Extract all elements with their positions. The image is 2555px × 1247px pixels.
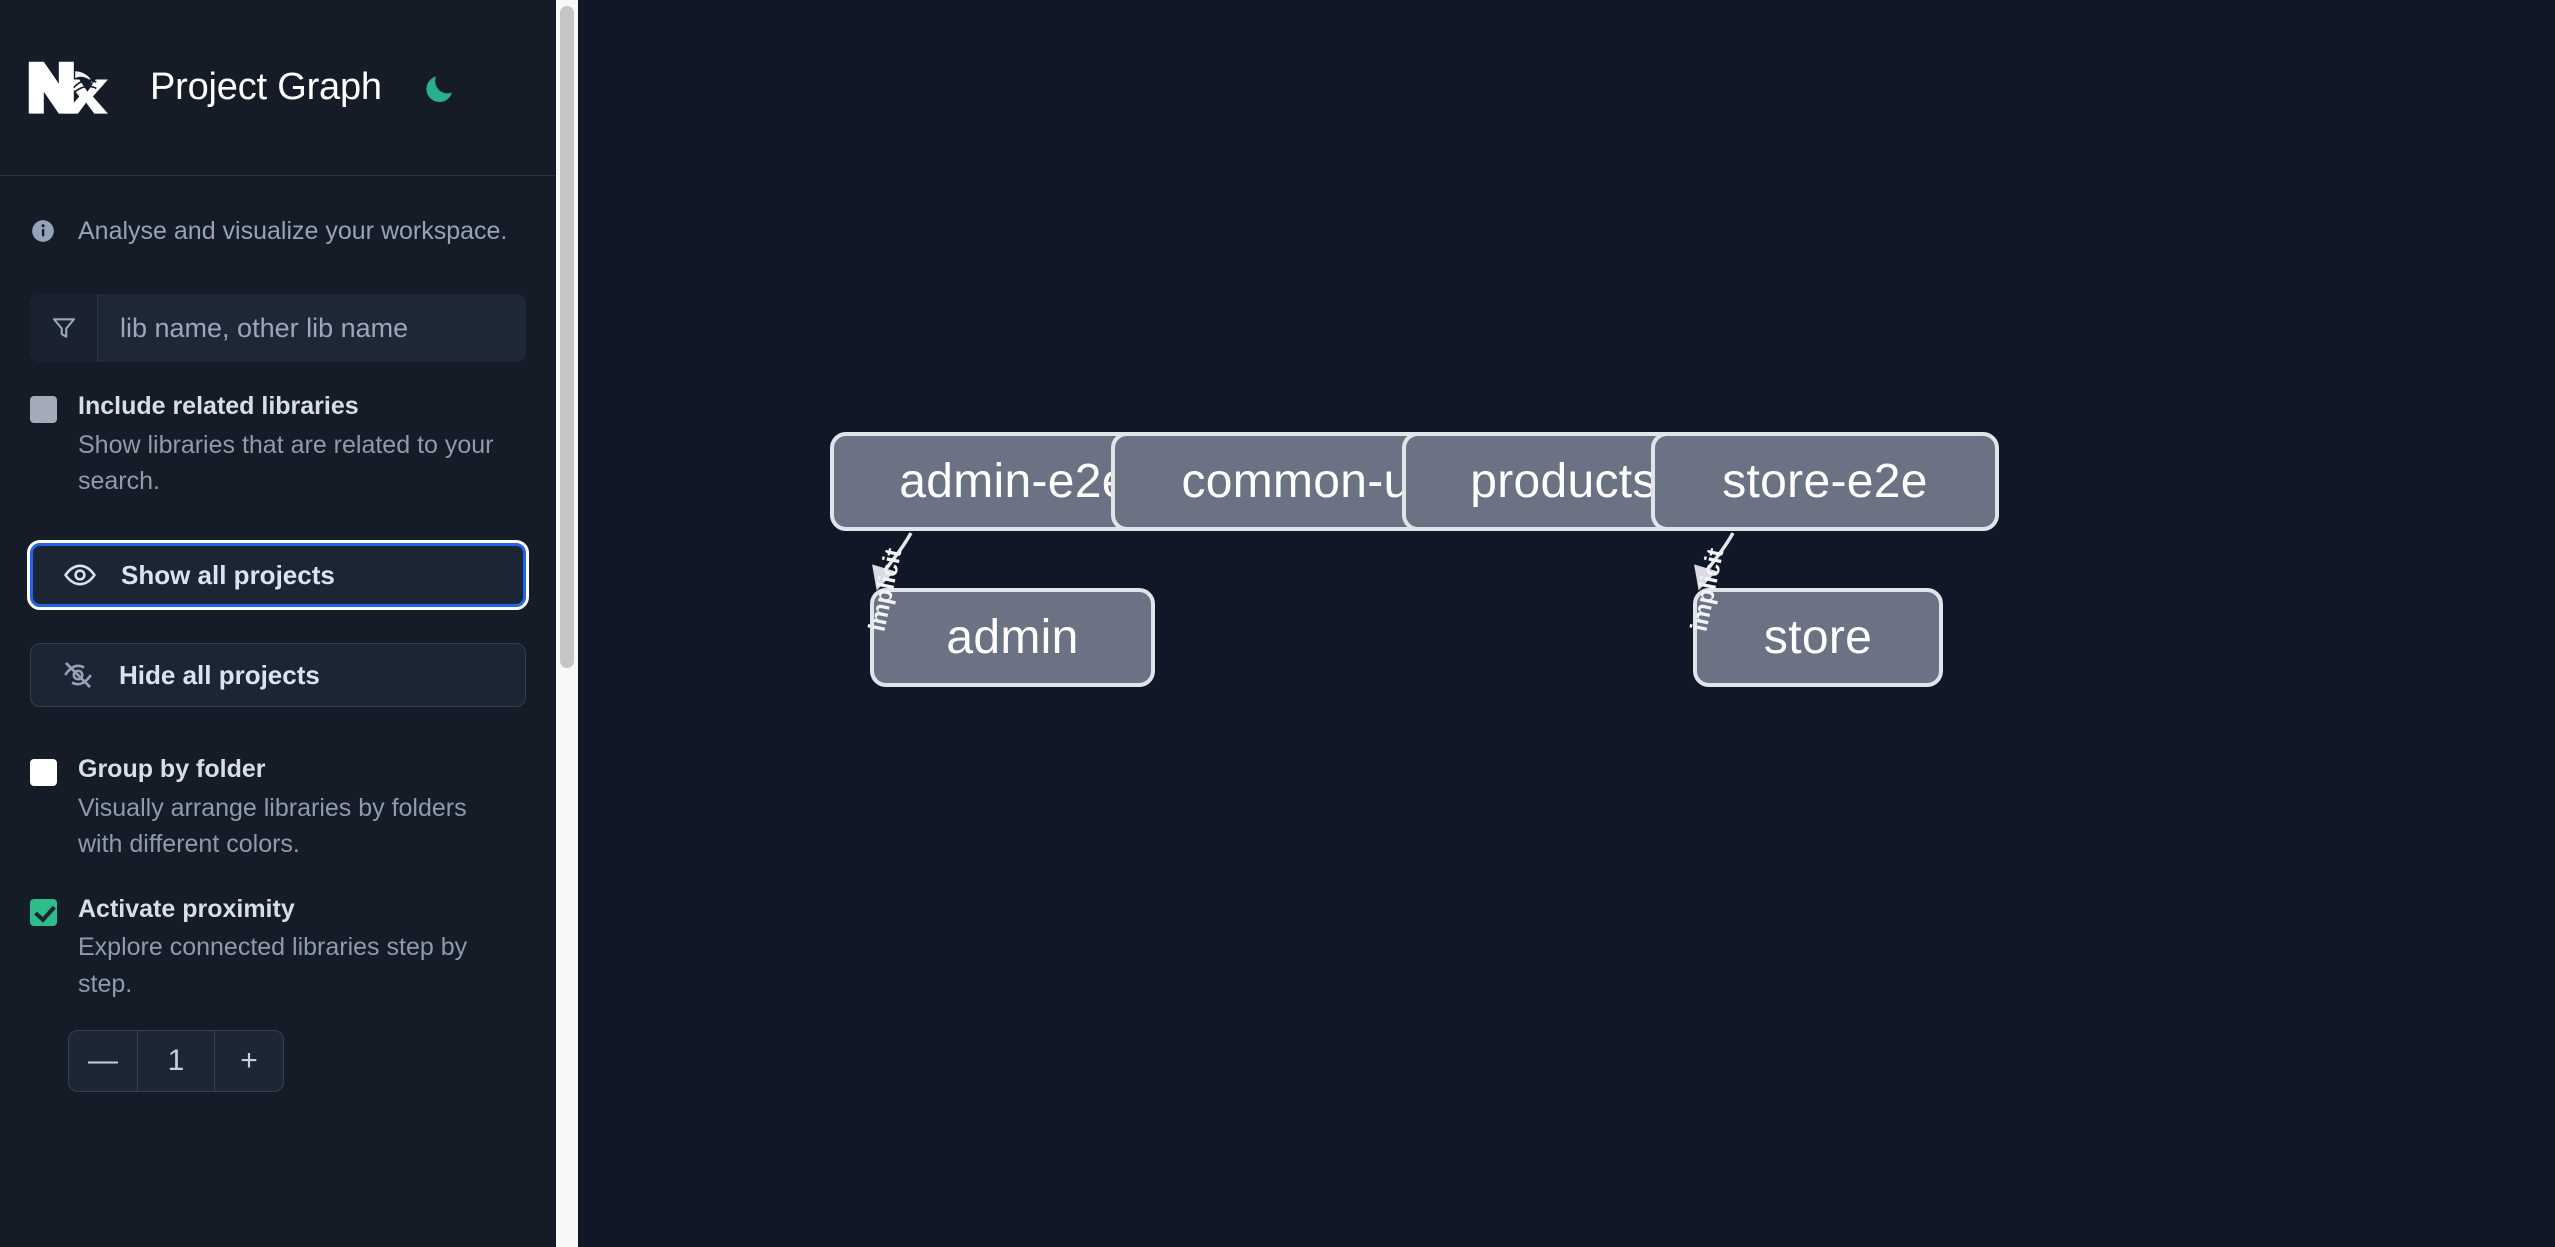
checkbox-include-related-libraries[interactable]: [30, 396, 57, 423]
option-title: Group by folder: [78, 755, 266, 784]
page-title: Project Graph: [150, 66, 382, 108]
graph-edges: [872, 532, 1735, 591]
proximity-stepper-wrap: — 1 +: [0, 1029, 556, 1092]
option-title: Include related libraries: [78, 392, 359, 420]
moon-icon[interactable]: [418, 66, 462, 110]
edge-store-e2e-store: [1694, 532, 1735, 591]
workspace-info-text: Analyse and visualize your workspace.: [78, 216, 508, 245]
graph-node-store-e2e[interactable]: store-e2e: [1651, 432, 1999, 531]
graph-canvas[interactable]: admin-e2e common-ui products store-e2e a…: [578, 0, 2555, 1247]
graph-node-admin[interactable]: admin: [870, 588, 1155, 687]
sidebar-scrollbar[interactable]: [556, 0, 578, 1247]
option-include-related-libraries[interactable]: Include related libraries Show libraries…: [0, 362, 556, 499]
graph-node-label: products: [1470, 455, 1657, 508]
show-all-projects-label: Show all projects: [121, 559, 335, 590]
checkbox-group-by-folder[interactable]: [30, 759, 57, 787]
funnel-icon[interactable]: [30, 294, 98, 362]
hide-all-projects-label: Hide all projects: [119, 659, 320, 690]
sidebar-scrollbar-thumb[interactable]: [560, 6, 574, 668]
search-input[interactable]: [98, 294, 526, 362]
info-circle-icon: [30, 218, 56, 244]
option-activate-proximity[interactable]: Activate proximity Explore connected lib…: [0, 863, 556, 1002]
stepper-decrement-button[interactable]: —: [69, 1030, 138, 1091]
sidebar-header: Project Graph: [0, 0, 556, 176]
option-title: Activate proximity: [78, 894, 295, 923]
graph-node-label: store: [1763, 611, 1873, 664]
hide-all-projects-button[interactable]: Hide all projects: [30, 643, 526, 708]
eye-icon: [61, 556, 99, 594]
graph-node-label: common-ui: [1181, 455, 1422, 508]
edge-admin-e2e-admin: [872, 532, 913, 591]
graph-node-label: admin: [946, 611, 1079, 664]
workspace-info: Analyse and visualize your workspace.: [0, 176, 556, 286]
graph-node-label: store-e2e: [1722, 455, 1928, 508]
eye-off-icon: [59, 656, 97, 694]
stepper-value: 1: [167, 1043, 185, 1077]
quantity-stepper: — 1 +: [68, 1029, 284, 1092]
graph-node-store[interactable]: store: [1693, 588, 1943, 687]
option-description: Show libraries that are related to your …: [78, 430, 494, 495]
checkbox-activate-proximity[interactable]: [30, 898, 57, 926]
option-description: Explore connected libraries step by step…: [78, 933, 468, 998]
stepper-increment-button[interactable]: +: [214, 1030, 283, 1091]
sidebar: Project Graph Analyse and visualize your…: [0, 0, 556, 1247]
option-group-by-folder[interactable]: Group by folder Visually arrange librari…: [0, 707, 556, 862]
graph-node-label: admin-e2e: [899, 455, 1129, 508]
show-all-projects-button[interactable]: Show all projects: [27, 540, 529, 611]
option-description: Visually arrange libraries by folders wi…: [78, 794, 467, 859]
nx-logo: [26, 59, 108, 117]
filter-bar: [30, 294, 526, 362]
